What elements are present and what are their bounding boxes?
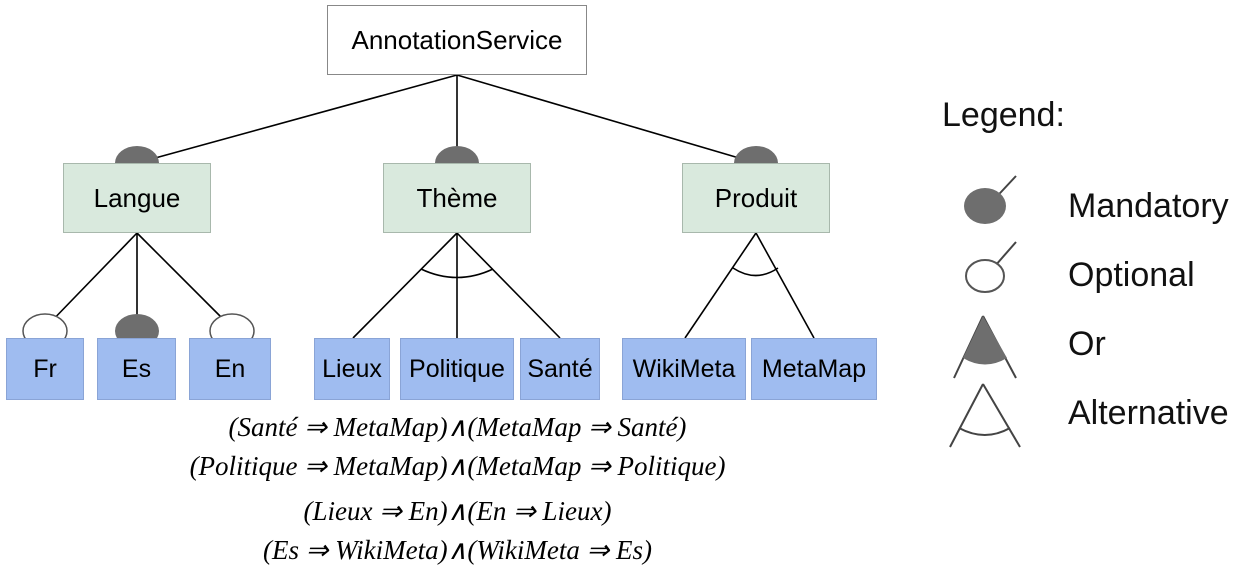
alternative-group-arc (732, 267, 779, 277)
edge-langue-fr (44, 232, 138, 329)
leaf-node-sante: Santé (520, 338, 600, 400)
edge-produit-wikimeta (684, 232, 757, 339)
leaf-node-wikimeta: WikiMeta (622, 338, 746, 400)
leaf-node-en: En (189, 338, 271, 400)
legend-label-optional: Optional (1068, 256, 1195, 294)
mandatory-icon (964, 175, 1017, 224)
edge-theme-sante (456, 232, 561, 339)
or-group-arc (420, 268, 494, 279)
optional-icon (965, 241, 1017, 293)
or-icon (953, 315, 1017, 379)
group-node-produit: Produit (682, 163, 830, 233)
root-node: AnnotationService (327, 5, 587, 75)
leaf-node-es: Es (97, 338, 176, 400)
constraint-formula-2: (Politique ⇒ MetaMap)∧(MetaMap ⇒ Politiq… (189, 451, 726, 481)
edge-root-produit (456, 74, 757, 164)
legend-label-or: Or (1068, 325, 1106, 363)
leaf-node-lieux: Lieux (314, 338, 390, 400)
constraint-formula-4: (Es ⇒ WikiMeta)∧(WikiMeta ⇒ Es) (263, 535, 652, 565)
legend-title: Legend: (942, 96, 1065, 134)
edge-langue-en (136, 232, 233, 329)
edge-root-langue (136, 74, 458, 164)
leaf-node-fr: Fr (6, 338, 84, 400)
edge-produit-metamap (755, 232, 815, 339)
leaf-node-politique: Politique (400, 338, 514, 400)
constraint-formula-3: (Lieux ⇒ En)∧(En ⇒ Lieux) (303, 496, 612, 526)
group-node-langue: Langue (63, 163, 211, 233)
alternative-icon (949, 383, 1021, 448)
legend-label-alternative: Alternative (1068, 394, 1229, 432)
group-node-theme: Thème (383, 163, 531, 233)
constraint-formula-1: (Santé ⇒ MetaMap)∧(MetaMap ⇒ Santé) (228, 412, 687, 442)
legend-label-mandatory: Mandatory (1068, 187, 1229, 225)
leaf-node-metamap: MetaMap (751, 338, 877, 400)
edge-theme-lieux (352, 232, 458, 339)
